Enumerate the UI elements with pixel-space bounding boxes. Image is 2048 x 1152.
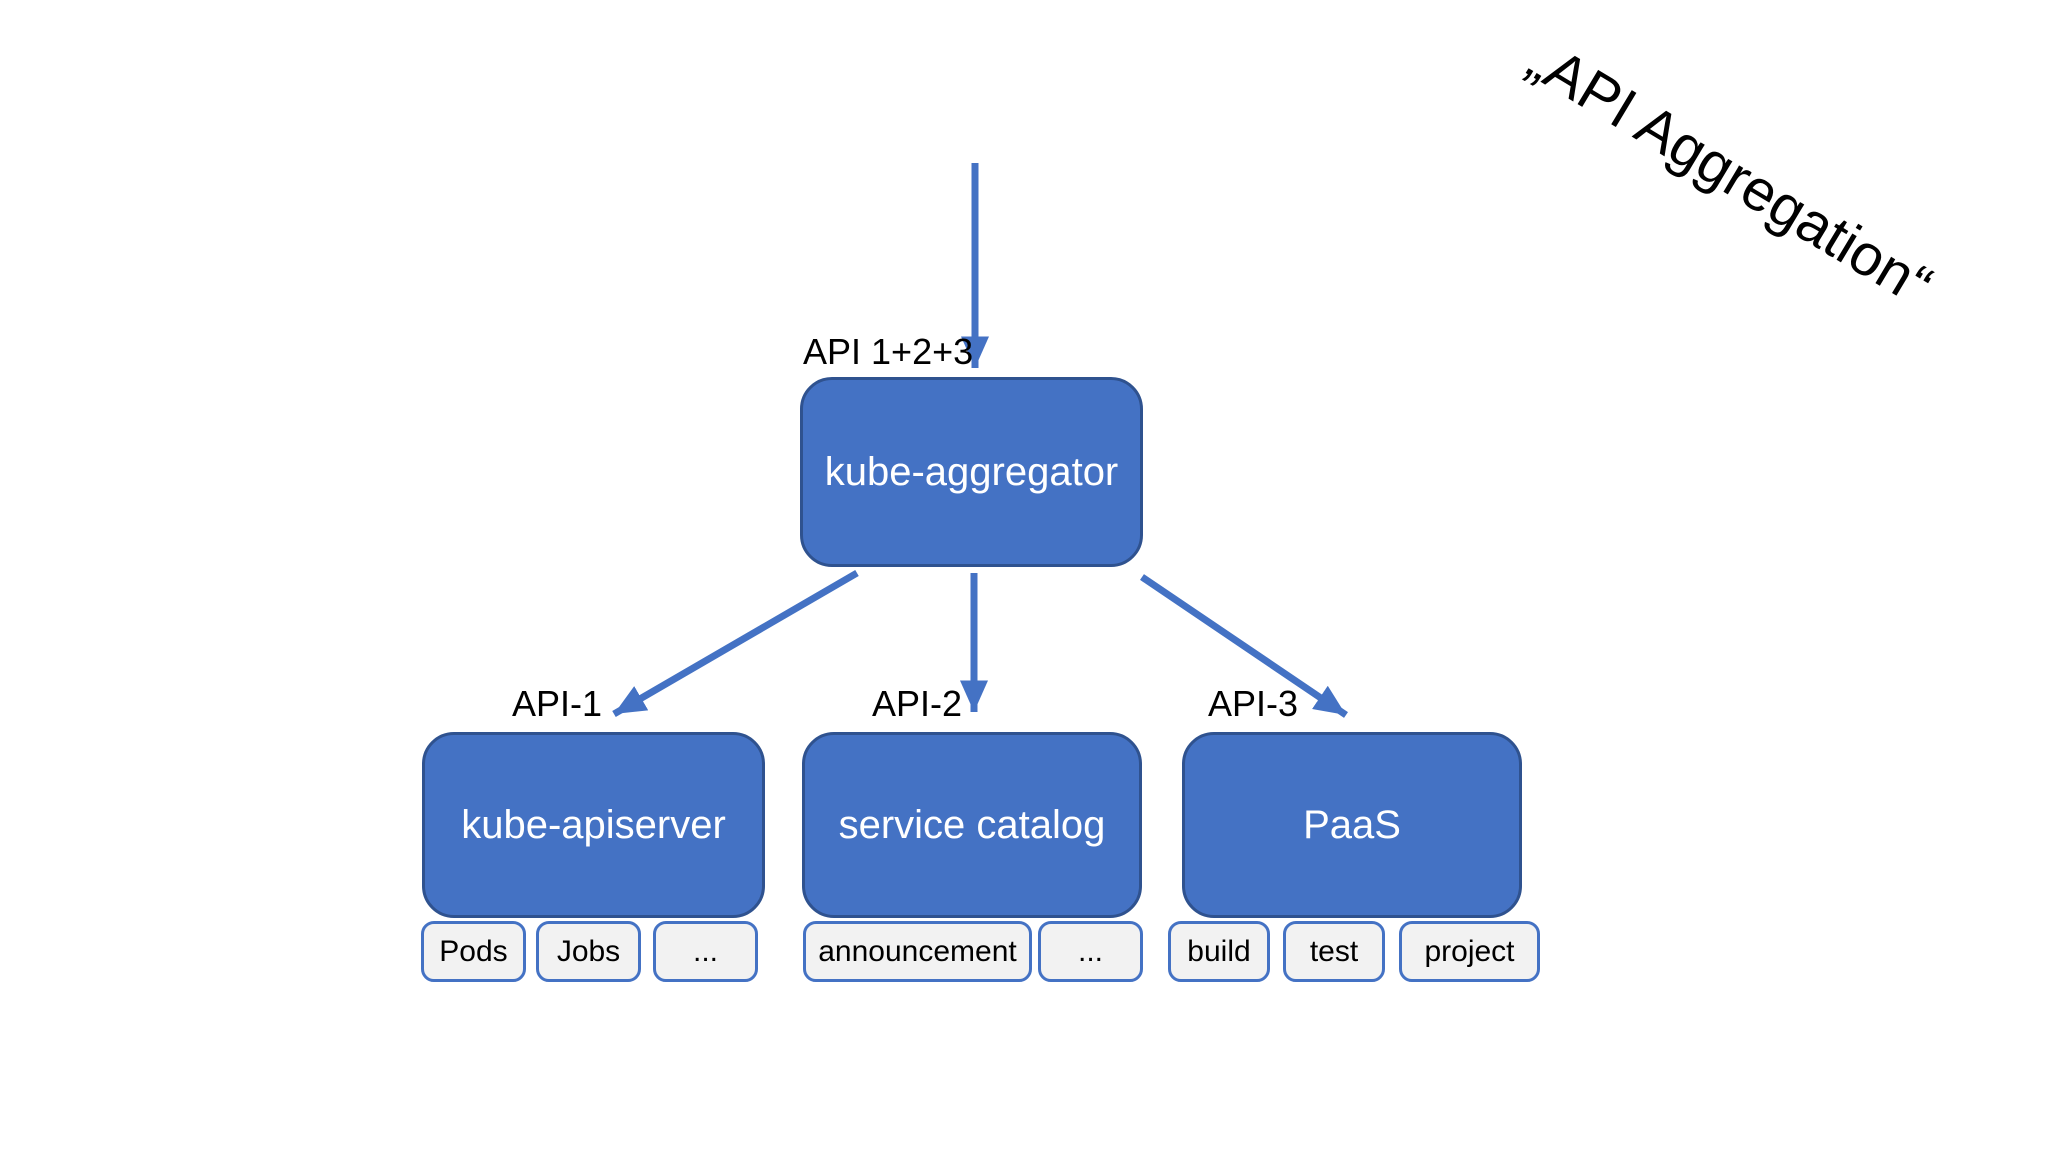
chip-apiserver-more: ...	[653, 921, 758, 982]
chip-test: test	[1283, 921, 1385, 982]
node-kube-aggregator-label: kube-aggregator	[824, 449, 1119, 494]
label-api-1: API-1	[512, 683, 603, 724]
node-paas: PaaS	[1182, 732, 1522, 918]
node-service-catalog: service catalog	[802, 732, 1142, 918]
node-service-catalog-label: service catalog	[838, 802, 1106, 847]
node-paas-label: PaaS	[1303, 802, 1401, 847]
node-kube-aggregator: kube-aggregator	[800, 377, 1143, 567]
chip-catalog-more-label: ...	[1077, 934, 1103, 968]
chip-test-label: test	[1309, 934, 1359, 968]
chip-announcement-label: announcement	[818, 934, 1017, 968]
arrow-aggregator-to-api1	[612, 569, 859, 718]
arrow-aggregator-to-api3	[1140, 574, 1348, 718]
chip-build: build	[1168, 921, 1270, 982]
node-kube-apiserver: kube-apiserver	[422, 732, 765, 918]
chip-project: project	[1399, 921, 1540, 982]
label-api-3: API-3	[1208, 683, 1299, 724]
chip-project-label: project	[1424, 934, 1515, 968]
chip-catalog-more: ...	[1038, 921, 1143, 982]
chip-build-label: build	[1187, 934, 1251, 968]
node-kube-apiserver-label: kube-apiserver	[461, 802, 726, 847]
label-api-sum: API 1+2+3	[803, 331, 974, 372]
chip-jobs-label: Jobs	[556, 934, 621, 968]
label-api-2: API-2	[872, 683, 963, 724]
chip-pods-label: Pods	[439, 934, 508, 968]
chip-pods: Pods	[421, 921, 526, 982]
chip-jobs: Jobs	[536, 921, 641, 982]
chip-announcement: announcement	[803, 921, 1032, 982]
chip-apiserver-more-label: ...	[692, 934, 718, 968]
